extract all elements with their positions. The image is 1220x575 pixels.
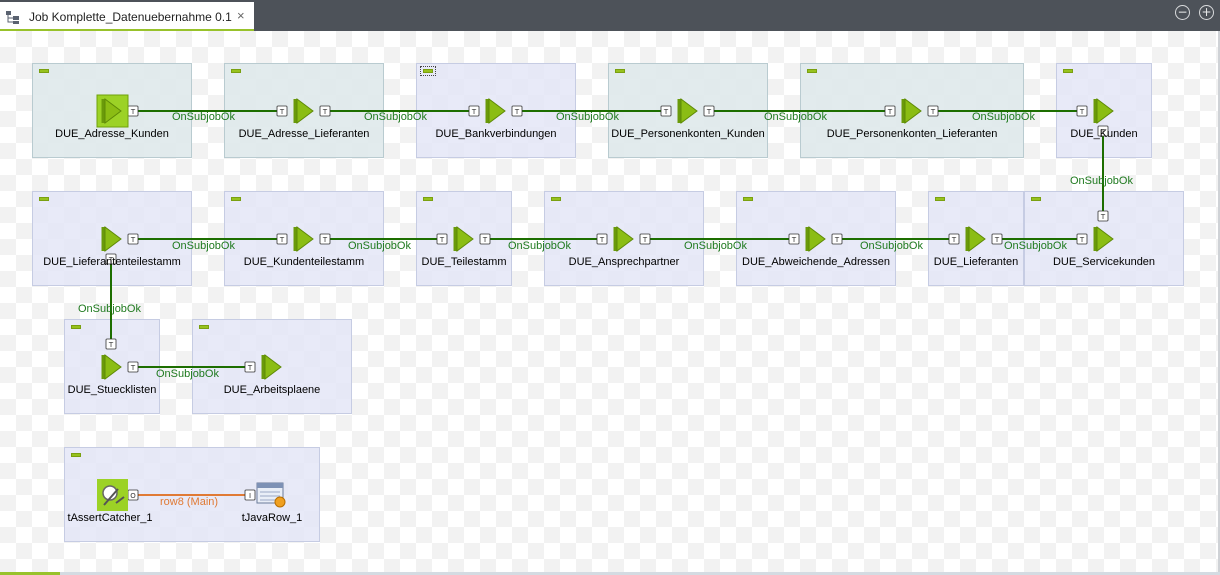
onsubjobok-label[interactable]: OnSubjobOk <box>508 240 571 252</box>
runjob-components <box>96 94 1115 381</box>
subjob-collapse-toggle[interactable] <box>199 325 209 329</box>
component-label[interactable]: tAssertCatcher_1 <box>67 512 153 524</box>
subjob-collapse-toggle[interactable] <box>743 197 753 201</box>
onsubjobok-label[interactable]: OnSubjobOk <box>172 240 235 252</box>
minimize-icon[interactable]: − <box>1175 5 1190 20</box>
component-label[interactable]: DUE_Stuecklisten <box>67 384 157 396</box>
close-icon[interactable]: × <box>237 8 245 23</box>
onsubjobok-label[interactable]: OnSubjobOk <box>156 368 219 380</box>
onsubjobok-label[interactable]: OnSubjobOk <box>364 111 427 123</box>
editor-titlebar: Job Komplette_Datenuebernahme 0.1 × − + <box>0 0 1220 31</box>
subjob-collapse-toggle[interactable] <box>551 197 561 201</box>
subjob-collapse-toggle[interactable] <box>807 69 817 73</box>
maximize-icon[interactable]: + <box>1199 5 1214 20</box>
subjob-collapse-toggle[interactable] <box>935 197 945 201</box>
component-label[interactable]: DUE_Kundenteilestamm <box>243 256 365 268</box>
component-label[interactable]: DUE_Lieferanten <box>933 256 1019 268</box>
component-label[interactable]: DUE_Arbeitsplaene <box>223 384 321 396</box>
onsubjobok-label[interactable]: OnSubjobOk <box>860 240 923 252</box>
subjob-collapse-toggle[interactable] <box>1031 197 1041 201</box>
tab-active-indicator <box>0 29 254 31</box>
subjob-collapse-toggle[interactable] <box>231 69 241 73</box>
canvas-scroll-edge <box>1218 31 1220 575</box>
onsubjobok-label[interactable]: OnSubjobOk <box>1070 175 1133 187</box>
onsubjobok-label[interactable]: OnSubjobOk <box>556 111 619 123</box>
job-icon <box>6 11 19 24</box>
subjob-collapse-toggle[interactable] <box>1063 69 1073 73</box>
component-label[interactable]: DUE_Servicekunden <box>1052 256 1156 268</box>
subjob-collapse-toggle[interactable] <box>615 69 625 73</box>
onsubjobok-label[interactable]: OnSubjobOk <box>684 240 747 252</box>
tab-title: Job Komplette_Datenuebernahme 0.1 <box>29 10 232 24</box>
canvas-bottom-bar <box>0 572 1220 575</box>
job-tab[interactable]: Job Komplette_Datenuebernahme 0.1 × <box>0 2 254 31</box>
component-label[interactable]: tJavaRow_1 <box>241 512 303 524</box>
component-label[interactable]: DUE_Ansprechpartner <box>568 256 680 268</box>
component-label[interactable]: DUE_Abweichende_Adressen <box>742 256 890 268</box>
main-row-link: O I <box>127 489 256 501</box>
component-label[interactable]: DUE_Personenkonten_Lieferanten <box>826 128 998 140</box>
subjob-collapse-toggle[interactable] <box>39 69 49 73</box>
component-label[interactable]: DUE_Bankverbindungen <box>435 128 557 140</box>
onsubjobok-links-row1 <box>110 110 1104 368</box>
subjob-collapse-toggle[interactable] <box>420 66 436 76</box>
component-label[interactable]: DUE_Adresse_Lieferanten <box>238 128 370 140</box>
onsubjobok-label[interactable]: OnSubjobOk <box>78 303 141 315</box>
java-row-icon <box>256 482 286 508</box>
designer-tab-indicator <box>0 572 60 575</box>
onsubjobok-label[interactable]: OnSubjobOk <box>972 111 1035 123</box>
subjob-collapse-toggle[interactable] <box>71 325 81 329</box>
onsubjobok-label[interactable]: OnSubjobOk <box>764 111 827 123</box>
subjob-collapse-toggle[interactable] <box>39 197 49 201</box>
onsubjobok-label[interactable]: OnSubjobOk <box>1004 240 1067 252</box>
onsubjobok-label[interactable]: OnSubjobOk <box>172 111 235 123</box>
assert-catcher-icon <box>97 479 128 511</box>
component-label[interactable]: DUE_Adresse_Kunden <box>55 128 169 140</box>
svg-text:I: I <box>249 492 251 500</box>
onsubjobok-label[interactable]: OnSubjobOk <box>348 240 411 252</box>
component-label[interactable]: DUE_Kunden <box>1070 128 1138 140</box>
subjob-collapse-toggle[interactable] <box>423 197 433 201</box>
component-label[interactable]: DUE_Personenkonten_Kunden <box>611 128 765 140</box>
main-row-label[interactable]: row8 (Main) <box>160 496 219 508</box>
subjob-collapse-toggle[interactable] <box>231 197 241 201</box>
component-label[interactable]: DUE_Teilestamm <box>421 256 507 268</box>
component-label[interactable]: DUE_Lieferantenteilestamm <box>43 256 181 268</box>
svg-text:O: O <box>130 492 136 500</box>
subjob-collapse-toggle[interactable] <box>71 453 81 457</box>
